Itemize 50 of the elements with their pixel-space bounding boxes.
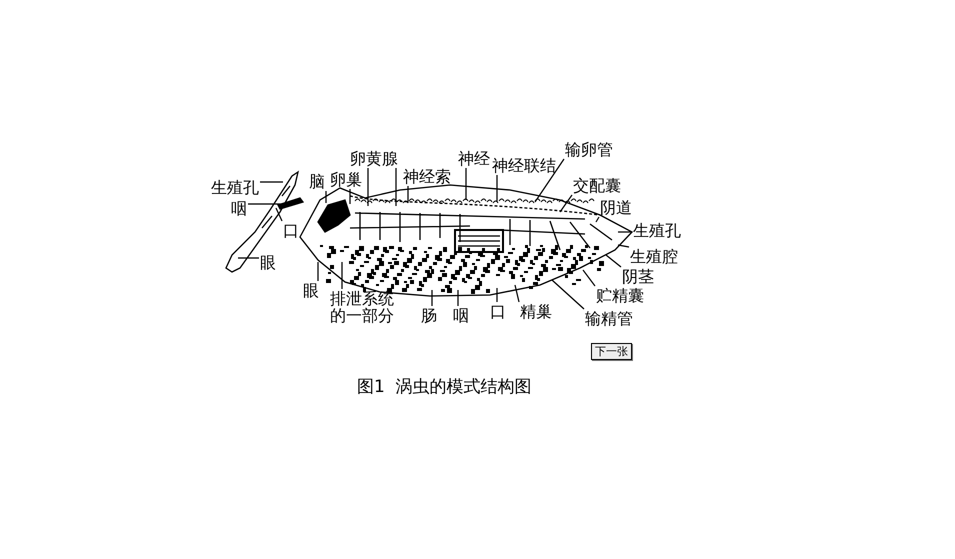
part-label: 生殖腔 [630,248,678,265]
leader-line [618,244,630,248]
part-label: 眼 [303,282,319,299]
leader-line [465,168,467,200]
part-label: 卵黄腺 [350,150,398,167]
part-label: 生殖孔 [633,222,681,239]
leader-line [514,284,520,302]
part-label: 贮精囊 [596,287,644,304]
leader-line [496,288,498,302]
leader-line [395,168,397,206]
leader-line [317,262,319,281]
leader-line [260,181,283,183]
part-label: 输精管 [585,310,633,327]
leader-line [560,194,572,212]
part-label: 口 [490,303,506,320]
part-label: 咽 [453,307,469,324]
part-label: 肠 [421,307,437,324]
part-label: 咽 [231,200,247,217]
part-label: 交配囊 [573,177,621,194]
part-label: 输卵管 [565,141,613,158]
part-label: 神经 [458,150,490,167]
part-label: 阴茎 [622,268,654,285]
part-label: 精巢 [520,303,552,320]
leader-line [238,257,259,259]
part-label: 神经索 [403,168,451,185]
leader-line [457,290,459,306]
leader-line [582,270,596,286]
next-button: 下一张 [591,343,632,360]
part-label: 眼 [260,254,276,271]
leader-line [618,231,632,233]
leader-line [407,186,409,203]
leader-line [534,158,564,202]
part-label: 脑 [309,173,325,190]
leader-line [606,254,622,268]
leader-line [367,168,369,206]
figure-caption: 图1 涡虫的模式结构图 [357,376,532,398]
part-label: 生殖孔 [211,179,259,196]
part-label: 卵巢 [330,171,362,188]
leader-line [595,216,600,222]
leader-line [349,189,351,204]
part-label: 神经联结 [492,157,556,174]
leader-line [496,175,498,202]
leader-line [248,203,283,205]
leader-line [275,208,283,222]
part-label: 阴道 [600,199,632,216]
leader-line [325,191,327,203]
part-label: 排泄系统的一部分 [330,290,396,324]
leader-line [552,280,584,310]
leader-line [431,290,433,306]
part-label: 口 [283,222,299,239]
